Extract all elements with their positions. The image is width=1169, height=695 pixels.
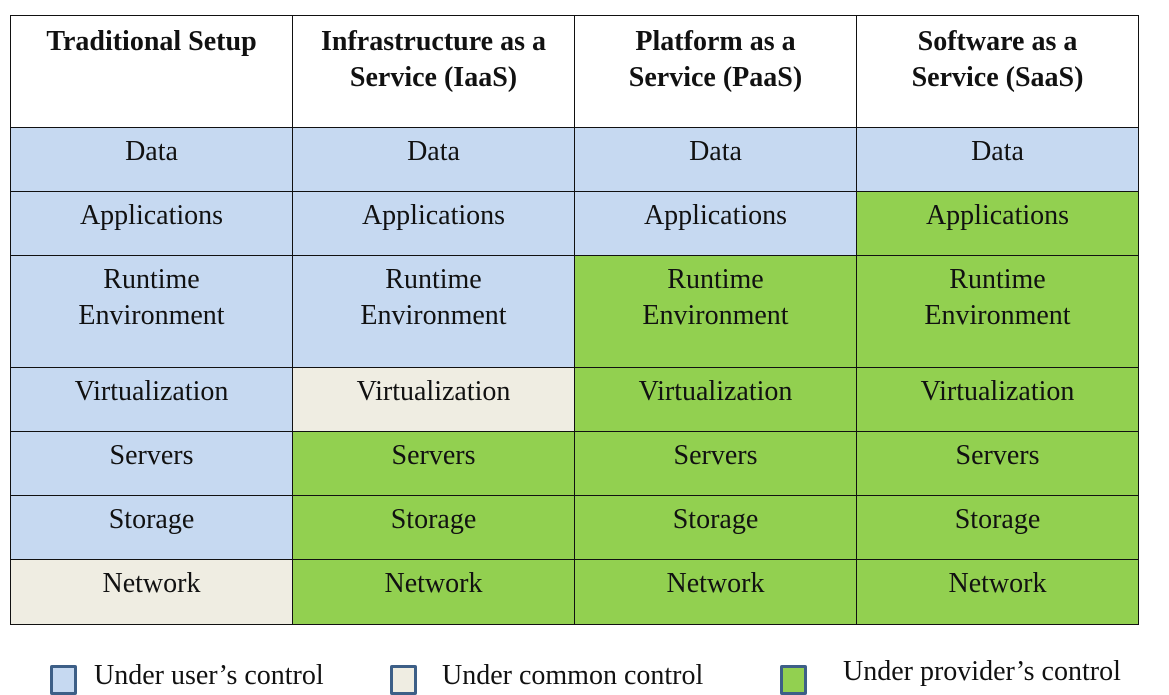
cell: Storage [856,495,1139,560]
cell: Virtualization [856,367,1139,432]
cell: Data [574,127,857,192]
row-virtualization: Virtualization Virtualization Virtualiza… [10,367,1139,432]
cell: Applications [574,191,857,256]
cell: Servers [292,431,575,496]
header-traditional-setup: Traditional Setup [10,15,293,128]
cell: Network [574,559,857,625]
cell: Virtualization [292,367,575,432]
legend-label: Under common control [442,660,704,691]
cell: Servers [10,431,293,496]
row-servers: Servers Servers Servers Servers [10,431,1139,496]
cell: Storage [10,495,293,560]
cell: Data [856,127,1139,192]
row-data: Data Data Data Data [10,127,1139,192]
row-applications: Applications Applications Applications A… [10,191,1139,256]
provider-control-swatch [780,665,807,695]
cell: Network [856,559,1139,625]
cell: Servers [574,431,857,496]
cell: Applications [292,191,575,256]
legend-label: Under provider’s control [843,656,1121,687]
legend-label: Under user’s control [94,660,324,691]
legend: Under user’s control Under common contro… [0,656,1169,695]
common-control-swatch [390,665,417,695]
row-storage: Storage Storage Storage Storage [10,495,1139,560]
cell: Virtualization [574,367,857,432]
cell: Applications [10,191,293,256]
cell: Network [10,559,293,625]
cell: Storage [292,495,575,560]
cell: Virtualization [10,367,293,432]
cell: Network [292,559,575,625]
cell: Data [292,127,575,192]
cell: Data [10,127,293,192]
row-network: Network Network Network Network [10,559,1139,625]
cell: Storage [574,495,857,560]
cell: Servers [856,431,1139,496]
cell: Applications [856,191,1139,256]
user-control-swatch [50,665,77,695]
